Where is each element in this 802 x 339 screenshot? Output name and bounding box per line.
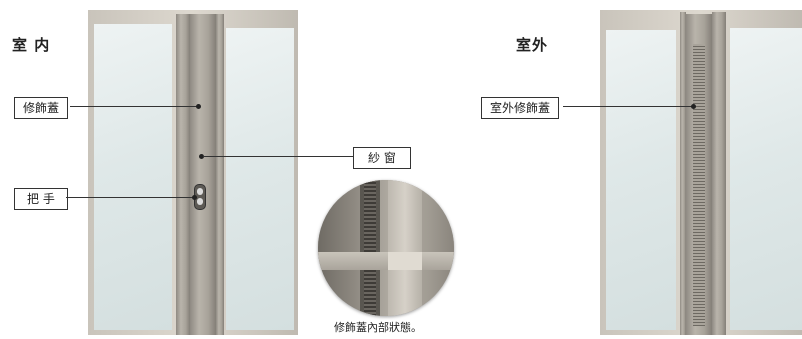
interior-left-glass [94, 24, 172, 330]
outer-cover-leader-line [563, 106, 693, 107]
cover-detail-magnifier [318, 180, 454, 316]
handle-label: 把 手 [14, 188, 68, 210]
interior-title: 室 内 [12, 36, 51, 54]
outer-cover-label: 室外修飾蓋 [481, 97, 560, 119]
screen-pointer-dot [199, 154, 204, 159]
screen-label: 紗 窗 [353, 147, 411, 169]
interior-sash-rail-left [176, 14, 190, 335]
interior-sash-rail-right [216, 14, 224, 335]
exterior-right-glass [730, 28, 802, 330]
cover-label: 修飾蓋 [14, 97, 69, 119]
exterior-rail-left [680, 12, 686, 335]
decorative-cover-post [190, 14, 216, 335]
exterior-vent-grille [693, 44, 705, 326]
exterior-rail-right [712, 12, 726, 335]
cover-pointer-dot [196, 104, 201, 109]
cover-leader-line [70, 106, 198, 107]
screen-leader-line [203, 156, 353, 157]
exterior-left-glass [606, 30, 676, 330]
interior-right-glass [226, 28, 294, 330]
handle-leader-line [66, 197, 194, 198]
outer-cover-pointer-dot [691, 104, 696, 109]
handle-pointer-dot [192, 195, 197, 200]
detail-caption: 修飾蓋內部狀態。 [334, 321, 422, 334]
exterior-title: 室外 [516, 36, 549, 54]
